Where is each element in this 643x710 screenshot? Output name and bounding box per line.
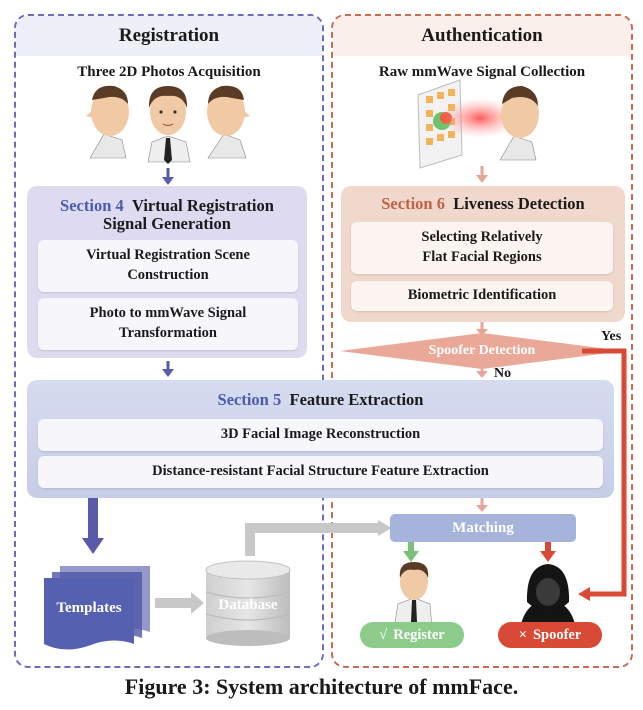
- section6-number: Section 6: [381, 194, 445, 213]
- section5-number: Section 5: [217, 390, 282, 409]
- biometric-identification-step: Biometric Identification: [351, 281, 613, 311]
- signal-collection-title: Raw mmWave Signal Collection: [378, 64, 586, 80]
- spoofer-label: Spoofer: [532, 626, 582, 643]
- no-label: No: [494, 366, 512, 381]
- photos-acquisition-title: Three 2D Photos Acquisition: [77, 64, 261, 80]
- section4-title-line2: Signal Generation: [103, 214, 231, 234]
- registration-panel: Registration: [14, 14, 324, 668]
- cross-icon: ×: [518, 626, 527, 643]
- step1-line1: Virtual Registration Scene: [86, 247, 250, 264]
- feature-extraction-step: Distance-resistant Facial Structure Feat…: [38, 456, 603, 488]
- step1-line2: Construction: [127, 267, 209, 283]
- facial-reconstruction-step: 3D Facial Image Reconstruction: [38, 419, 603, 451]
- database-label: Database: [218, 597, 278, 613]
- register-label: Register: [393, 626, 445, 643]
- register-badge: √ Register: [360, 622, 464, 648]
- yes-label: Yes: [601, 329, 622, 344]
- section6-step1-line1: Selecting Relatively: [421, 229, 543, 246]
- templates-stack-icon: [44, 566, 150, 650]
- registration-header: Registration: [16, 16, 322, 56]
- section5-title-text: Feature Extraction: [289, 390, 424, 409]
- authentication-header: Authentication: [333, 16, 631, 56]
- section6-title-text: Liveness Detection: [453, 194, 585, 213]
- authentication-panel: Authentication: [331, 14, 633, 668]
- checkmark-icon: √: [379, 626, 388, 643]
- section4-number: Section 4: [60, 196, 124, 215]
- section6-step1-line2: Flat Facial Regions: [422, 249, 542, 265]
- spoofer-badge: × Spoofer: [498, 622, 602, 648]
- face-front-icon: [147, 86, 191, 164]
- figure-caption: Figure 3: System architecture of mmFace.: [124, 674, 519, 699]
- face-right-profile-icon: [207, 85, 250, 159]
- spoofer-detection-label: Spoofer Detection: [428, 343, 536, 358]
- face-left-profile-icon: [86, 85, 129, 159]
- section4-title: Section 4 Virtual Registration Signal Ge…: [27, 196, 307, 234]
- section5-title: Section 5 Feature Extraction: [27, 390, 614, 409]
- matching-box: Matching: [390, 514, 576, 542]
- step2-line1: Photo to mmWave Signal: [89, 305, 247, 322]
- face-profile-auth-icon: [496, 86, 539, 161]
- step2-line2: Transformation: [118, 325, 217, 341]
- signal-glow: [440, 98, 520, 138]
- spoofer-detection-diamond: [340, 333, 624, 369]
- section4-title-line1: Virtual Registration: [132, 196, 274, 215]
- templates-label: Templates: [56, 600, 122, 616]
- section6-title: Section 6 Liveness Detection: [341, 194, 625, 213]
- register-person-icon: [393, 562, 433, 629]
- database-icon: [205, 560, 291, 646]
